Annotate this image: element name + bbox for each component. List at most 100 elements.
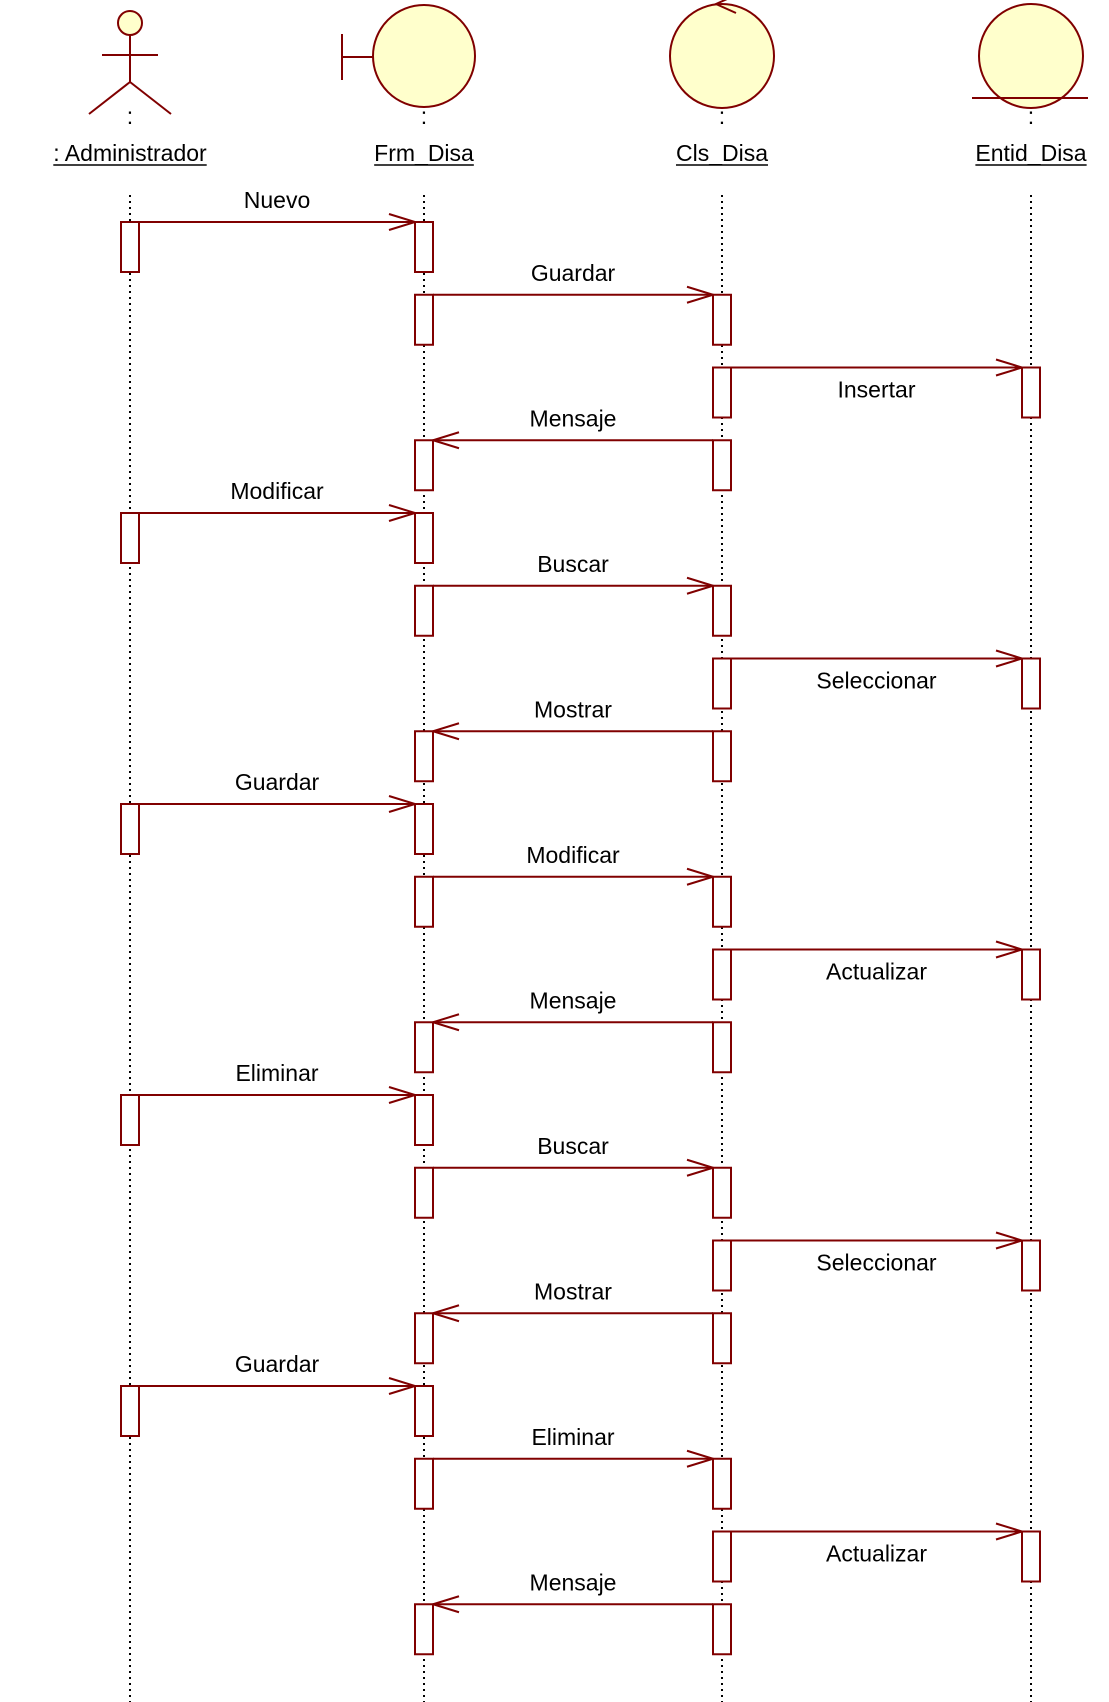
activation-bar-source (120, 221, 140, 273)
message: Mensaje (429, 987, 713, 1032)
activation-bar-target (414, 1094, 434, 1146)
actor-icon (88, 10, 172, 115)
participant-frm: : Frm_Disa (341, 4, 476, 166)
message: Mostrar (429, 696, 713, 741)
activation-bar-source (414, 875, 434, 928)
activation-bar-source (414, 293, 434, 346)
activation-bar-source (712, 1239, 732, 1292)
activation-bar-target (712, 584, 732, 637)
message-arrows: NuevoGuardarInsertarMensajeModificarBusc… (139, 187, 1026, 1614)
activation-bar-target (1021, 657, 1041, 710)
message-label: Nuevo (244, 187, 310, 213)
activation-bar-target (1021, 366, 1041, 419)
activation-bar-source (414, 1457, 434, 1510)
arrowhead-icon (388, 213, 419, 231)
arrowhead-icon (686, 576, 717, 595)
activation-bar-target (1021, 948, 1041, 1001)
arrowhead-icon (429, 1013, 460, 1032)
message: Seleccionar (731, 1231, 1026, 1276)
message-label: Seleccionar (816, 668, 937, 694)
message: Actualizar (731, 940, 1026, 985)
participant-cls: : Cls_Disa (669, 0, 775, 166)
activation-bar-target (414, 439, 434, 492)
message-label: Modificar (230, 478, 324, 504)
message-label: Actualizar (826, 959, 927, 985)
boundary-icon (341, 4, 476, 108)
message-label: Buscar (537, 1133, 609, 1159)
control-icon (669, 0, 775, 109)
message: Guardar (139, 1351, 419, 1395)
arrowhead-icon (686, 1449, 717, 1468)
message-label: Mensaje (530, 987, 617, 1013)
activation-bars (120, 221, 1041, 1656)
message-label: Seleccionar (816, 1250, 937, 1276)
activation-bar-source (120, 1385, 140, 1437)
activation-bar-source (712, 948, 732, 1001)
message: Modificar (433, 842, 717, 886)
participant-name: Cls_Disa (676, 140, 768, 166)
activation-bar-target (414, 221, 434, 273)
message-label: Mostrar (534, 1278, 612, 1304)
message: Buscar (433, 551, 717, 595)
message-label: Guardar (531, 260, 616, 286)
participant-prefix: : (421, 103, 427, 129)
message-label: Eliminar (235, 1060, 318, 1086)
activation-bar-target (414, 730, 434, 783)
activation-bar-source (712, 1603, 732, 1656)
arrowhead-icon (995, 940, 1026, 959)
activation-bar-target (414, 1385, 434, 1437)
activation-bar-target (1021, 1530, 1041, 1583)
activation-bar-source (712, 1530, 732, 1583)
activation-bar-target (414, 512, 434, 564)
message-label: Modificar (526, 842, 620, 868)
lifelines (129, 195, 1032, 1702)
message: Guardar (139, 769, 419, 813)
message: Mostrar (429, 1278, 713, 1323)
activation-bar-target (712, 875, 732, 928)
message: Mensaje (429, 1569, 713, 1614)
activation-bar-source (712, 1312, 732, 1365)
message: Buscar (433, 1133, 717, 1177)
activation-bar-source (712, 439, 732, 492)
message: Nuevo (139, 187, 419, 231)
arrowhead-icon (995, 1522, 1026, 1541)
participant-prefix: : (127, 103, 133, 129)
message-label: Eliminar (531, 1424, 614, 1450)
participant-admin: :: Administrador (53, 10, 207, 166)
arrowhead-icon (429, 1595, 460, 1614)
activation-bar-source (712, 657, 732, 710)
message: Guardar (433, 260, 717, 304)
activation-bar-target (414, 803, 434, 855)
activation-bar-source (712, 1021, 732, 1074)
arrowhead-icon (388, 1086, 419, 1104)
arrowhead-icon (429, 1304, 460, 1323)
activation-bar-source (120, 1094, 140, 1146)
activation-bar-target (414, 1021, 434, 1074)
message: Mensaje (429, 405, 713, 450)
arrowhead-icon (388, 1377, 419, 1395)
message: Eliminar (433, 1424, 717, 1468)
message: Seleccionar (731, 649, 1026, 694)
arrowhead-icon (388, 795, 419, 813)
participant-name: Frm_Disa (374, 140, 474, 166)
activation-bar-target (712, 1166, 732, 1219)
activation-bar-source (712, 730, 732, 783)
participant-name: : Administrador (53, 140, 207, 166)
message-label: Guardar (235, 1351, 320, 1377)
participant-ent: :Entid_Disa (972, 3, 1088, 166)
arrowhead-icon (686, 285, 717, 304)
message-label: Buscar (537, 551, 609, 577)
participant-prefix: : (719, 103, 725, 129)
activation-bar-source (120, 803, 140, 855)
activation-bar-source (414, 1166, 434, 1219)
activation-bar-target (414, 1312, 434, 1365)
message-label: Mostrar (534, 696, 612, 722)
arrowhead-icon (686, 1158, 717, 1177)
arrowhead-icon (429, 431, 460, 450)
arrowhead-icon (388, 504, 419, 522)
arrowhead-icon (995, 649, 1026, 668)
arrowhead-icon (429, 722, 460, 741)
participant-prefix: : (1028, 103, 1034, 129)
arrowhead-icon (995, 358, 1026, 377)
